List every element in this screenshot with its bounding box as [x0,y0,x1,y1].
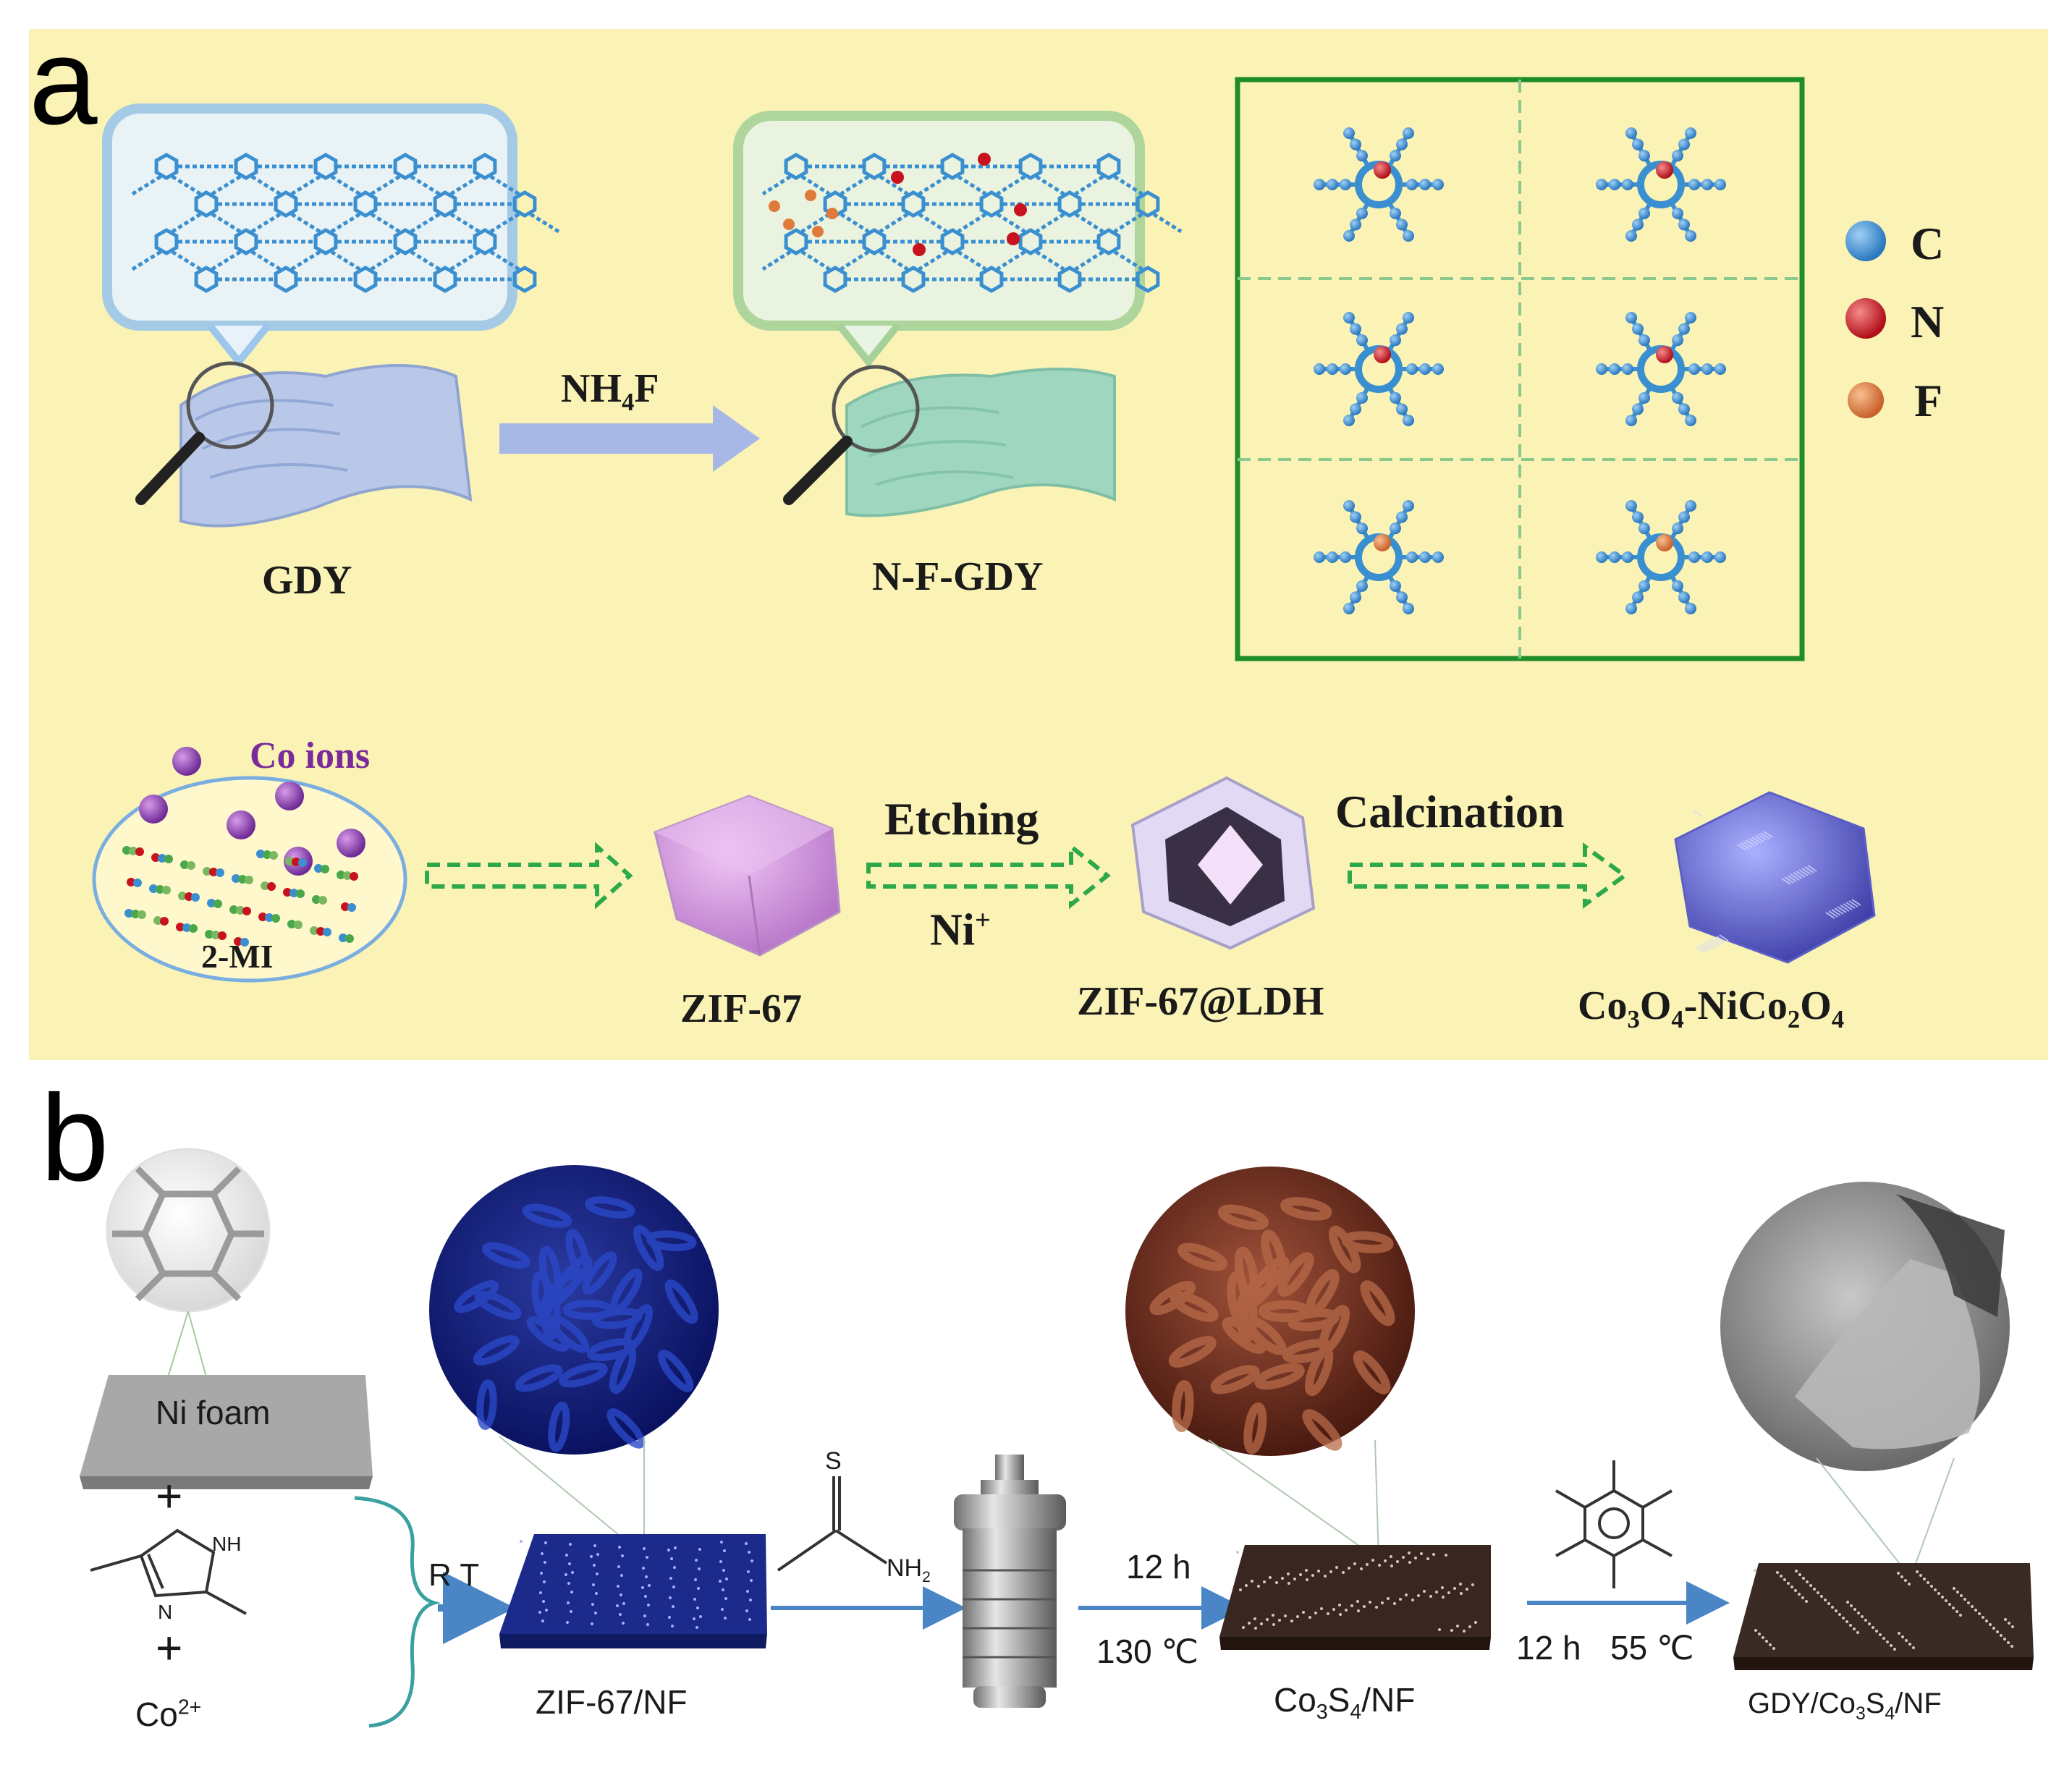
ni-foam-plate [80,1375,373,1489]
legend-f-label: F [1914,375,1943,426]
co3s4-nf-sphere [1125,1167,1415,1560]
zif67-nf-label: ZIF-67/NF [536,1683,688,1721]
etching-label: Etching [884,793,1039,844]
hydrothermal-time-label: 12 h [1126,1548,1191,1586]
precursor-label: 2-MI [201,938,274,975]
imidazole-nh-label: NH [212,1533,242,1555]
magnifier-icon [783,365,920,505]
nitrogen-ball-icon [1845,298,1886,339]
calcination-label: Calcination [1335,786,1565,837]
imidazole-n-label: N [158,1601,173,1623]
growth-time-label: 12 h [1516,1629,1581,1667]
ni-foam-label: Ni foam [156,1394,271,1431]
hydrothermal-temp-label: 130 ℃ [1096,1633,1199,1670]
thiourea-s-label: S [825,1447,842,1475]
gdy-sheet [179,364,473,528]
co3s4-nf-label: Co3S4/NF [1274,1681,1416,1724]
zif67-ldh-label: ZIF-67@LDH [1077,979,1324,1024]
zif67-nf-sphere [429,1165,719,1557]
thiourea-structure [777,1476,888,1572]
plus-sign: + [156,1470,183,1522]
gdy-co3s4-nf-plate [1733,1563,2034,1670]
dashed-arrow [1348,842,1629,909]
autoclave-icon [954,1455,1066,1708]
dashed-arrow [866,842,1111,910]
hexaethynylbenzene-structure [1555,1460,1673,1588]
nfgdy-structure-callout [733,111,1183,368]
magnifier-icon [135,361,274,505]
gdy-co3s4-nf-sphere [1720,1182,2010,1578]
legend-n-label: N [1911,296,1945,347]
room-temp-label: R T [428,1557,480,1593]
co-ions-solution [92,747,407,983]
zif67-crystal [654,795,841,957]
legend-c-label: C [1911,218,1945,269]
reaction-arrow [499,405,760,472]
ni-foam-structure-sphere [106,1148,271,1430]
panel-b-letter: b [41,1070,109,1207]
panel-a-letter: a [29,13,98,151]
plus-sign: + [156,1622,183,1674]
curly-brace [354,1496,441,1728]
doping-configurations-box [1235,77,1805,661]
co3o4-nico2o4-crystal [1674,791,1876,964]
fluorine-ball-icon [1848,382,1884,418]
nfgdy-sheet [845,368,1116,517]
cobalt-ion-label: Co2+ [135,1696,202,1733]
gdy-label: GDY [262,558,352,603]
co3s4-nf-plate [1219,1545,1491,1650]
product-label: Co3O4-NiCo2O4 [1578,983,1845,1034]
gdy-structure-callout [102,103,560,368]
growth-temp-label: 55 ℃ [1610,1629,1694,1667]
nh4f-reagent-label: NH4F [561,366,659,417]
gdy-co3s4-nf-label: GDY/Co3S4/NF [1748,1688,1942,1724]
zif67-ldh-crystal [1130,776,1316,950]
ni-ion-label: Ni+ [930,905,991,955]
dashed-arrow [425,842,633,910]
thiourea-nh2-label: NH2 [887,1554,931,1586]
co-ions-label: Co ions [250,735,371,776]
atom-legend [1845,221,1886,418]
zif67-label: ZIF-67 [680,986,802,1031]
zif67-nf-plate [499,1534,767,1648]
nfgdy-label: N-F-GDY [872,554,1044,599]
2-methylimidazole-structure [90,1528,247,1615]
carbon-ball-icon [1845,221,1886,261]
